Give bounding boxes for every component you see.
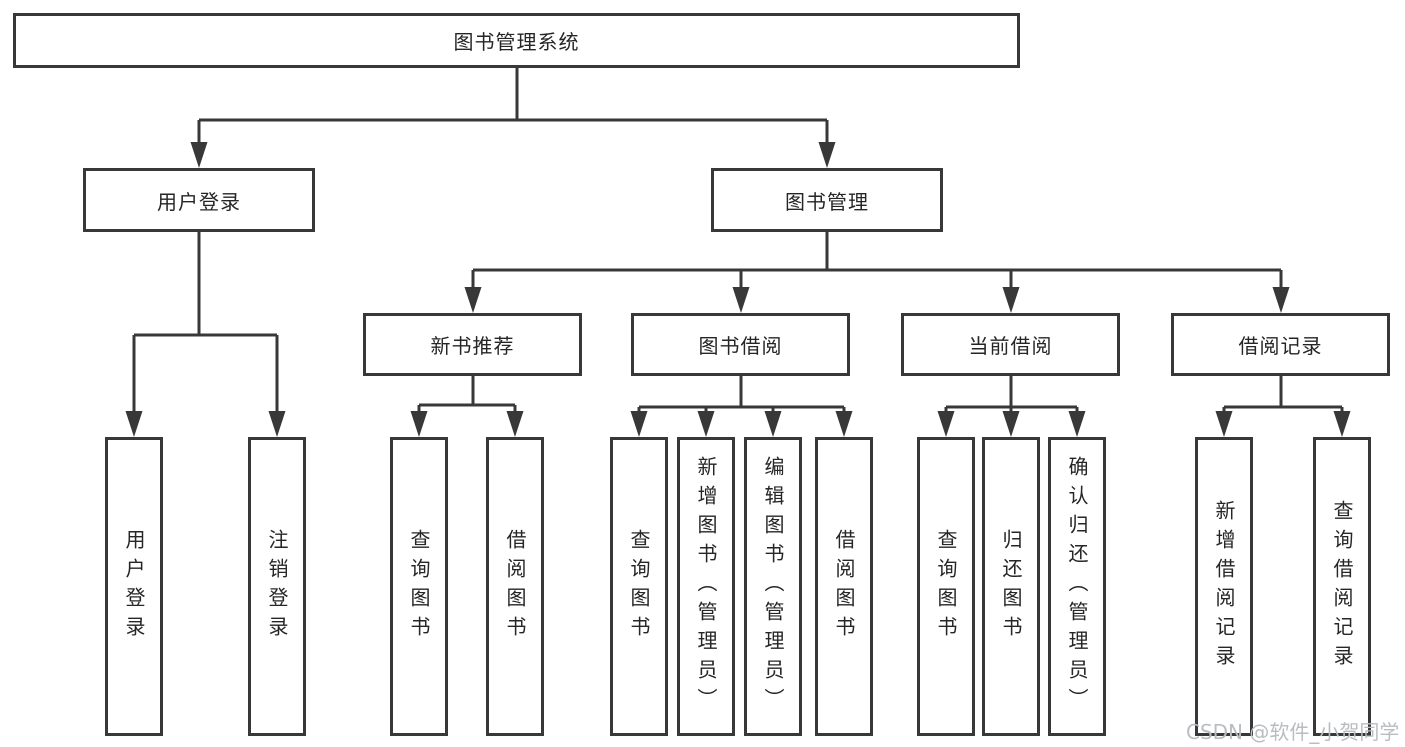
node-leaf-query-books: 查询图书	[917, 437, 975, 736]
node-label: 图书管理	[785, 189, 869, 214]
node-leaf-add-books-admin: 新增图书（管理员）	[677, 437, 735, 736]
arrow-down-icon	[190, 142, 208, 168]
node-leaf-query-books: 查询图书	[610, 437, 668, 736]
arrow-down-icon	[506, 411, 524, 437]
arrow-down-icon	[835, 411, 853, 437]
node-label: 编辑图书（管理员）	[761, 456, 785, 717]
arrow-down-icon	[410, 411, 428, 437]
arrow-down-icon	[630, 411, 648, 437]
arrow-down-icon	[818, 142, 836, 168]
node-label: 确认归还（管理员）	[1065, 456, 1089, 717]
node-label: 归还图书	[999, 528, 1023, 645]
node-leaf-edit-books-admin: 编辑图书（管理员）	[744, 437, 802, 736]
arrow-down-icon	[1272, 287, 1290, 313]
node-leaf-user-login: 用户登录	[105, 437, 163, 736]
arrow-down-icon	[125, 411, 143, 437]
node-label: 查询图书	[627, 528, 651, 645]
node-label: 查询借阅记录	[1330, 499, 1354, 674]
node-new-book-recommendation: 新书推荐	[363, 313, 582, 376]
arrow-down-icon	[1002, 287, 1020, 313]
node-leaf-logout: 注销登录	[248, 437, 306, 736]
arrowheads	[125, 142, 1351, 437]
arrow-down-icon	[1002, 411, 1020, 437]
node-label: 注销登录	[265, 528, 289, 645]
arrow-down-icon	[464, 287, 482, 313]
node-book-borrowing: 图书借阅	[631, 313, 850, 376]
node-label: 用户登录	[157, 189, 241, 214]
tree-edges	[132, 68, 1344, 413]
node-label: 新增借阅记录	[1212, 499, 1236, 674]
node-user-login: 用户登录	[83, 168, 315, 232]
arrow-down-icon	[937, 411, 955, 437]
node-leaf-confirm-return-admin: 确认归还（管理员）	[1048, 437, 1106, 736]
arrow-down-icon	[732, 287, 750, 313]
node-label: 新书推荐	[430, 334, 515, 358]
node-label: 新增图书（管理员）	[694, 456, 718, 717]
node-label: 查询图书	[934, 528, 958, 645]
node-label: 借阅记录	[1238, 334, 1323, 358]
node-label: 查询图书	[407, 528, 431, 645]
node-leaf-borrow-books: 借阅图书	[815, 437, 873, 736]
csdn-watermark: CSDN @软件_小贺同学	[1186, 720, 1400, 744]
arrow-down-icon	[764, 411, 782, 437]
node-leaf-add-borrow-record: 新增借阅记录	[1195, 437, 1253, 736]
node-label: 用户登录	[122, 528, 146, 645]
node-current-borrowing: 当前借阅	[901, 313, 1120, 376]
node-leaf-return-books: 归还图书	[982, 437, 1040, 736]
node-label: 借阅图书	[503, 528, 527, 645]
node-leaf-borrow-books: 借阅图书	[486, 437, 544, 736]
arrow-down-icon	[1215, 411, 1233, 437]
arrow-down-icon	[1333, 411, 1351, 437]
node-leaf-query-borrow-record: 查询借阅记录	[1313, 437, 1371, 736]
node-borrowing-records: 借阅记录	[1171, 313, 1390, 376]
arrow-down-icon	[697, 411, 715, 437]
node-label: 图书借阅	[698, 334, 783, 358]
node-label: 借阅图书	[832, 528, 856, 645]
arrow-down-icon	[268, 411, 286, 437]
node-label: 图书管理系统	[453, 30, 580, 54]
node-leaf-query-books: 查询图书	[390, 437, 448, 736]
arrow-down-icon	[1068, 411, 1086, 437]
node-label: 当前借阅	[968, 334, 1053, 358]
node-library-management-system: 图书管理系统	[13, 13, 1020, 68]
node-book-management: 图书管理	[711, 168, 943, 232]
